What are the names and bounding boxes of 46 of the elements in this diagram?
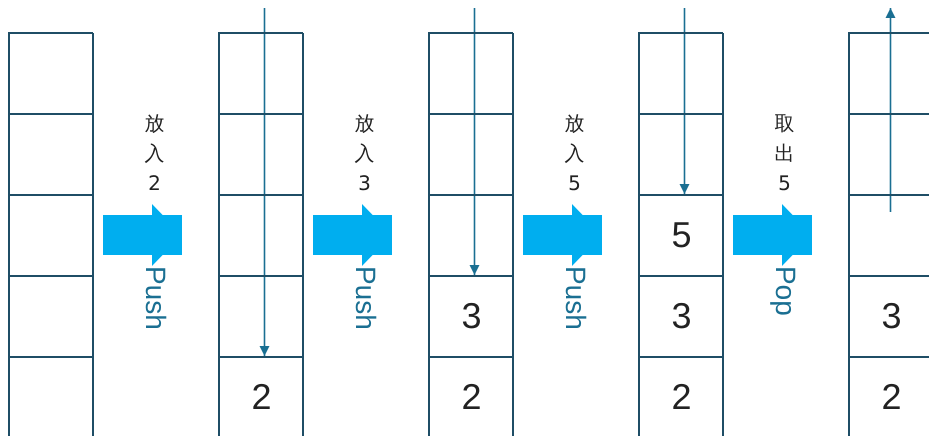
stack-cell [849,195,929,276]
block-arrow [103,204,182,266]
block-arrow [313,204,392,266]
stack-cell [429,114,514,195]
arrow [680,8,690,194]
stack-cell [9,357,94,436]
stack-cell [219,33,304,114]
arrow [886,8,896,212]
stack-column [848,32,929,436]
stack-cell [849,357,929,436]
edge-label: 放入 2 [144,110,166,197]
stack-cell [429,357,514,436]
edge-label: 放入 5 [564,110,586,197]
block-arrow [523,204,602,266]
stack-cell [639,195,724,276]
stack-cell [9,195,94,276]
stack-cell [219,195,304,276]
edge-label: 放入 3 [354,110,376,197]
stack-column [638,32,723,436]
stack-cell [429,33,514,114]
arrow [470,8,480,275]
operation-label: Push [559,266,591,330]
operation-label: Push [349,266,381,330]
stack-cell [849,276,929,357]
stack-cell [9,276,94,357]
stack-cell [219,114,304,195]
stack-cell [639,357,724,436]
stack-cell [849,33,929,114]
stack-cell [429,195,514,276]
stack-column [428,32,513,436]
operation-label: Push [139,266,171,330]
operation-label: Pop [769,266,801,316]
stack-cell [639,276,724,357]
stack-column [8,32,93,436]
stack-cell [639,114,724,195]
stack-cell [9,33,94,114]
block-arrow [733,204,812,266]
stack-cell [9,114,94,195]
stack-column [218,32,303,436]
stack-cell [219,276,304,357]
stack-cell [429,276,514,357]
edge-label: 取出 5 [774,110,796,197]
stack-cell [639,33,724,114]
arrow [260,8,270,356]
stack-cell [219,357,304,436]
stack-cell [849,114,929,195]
